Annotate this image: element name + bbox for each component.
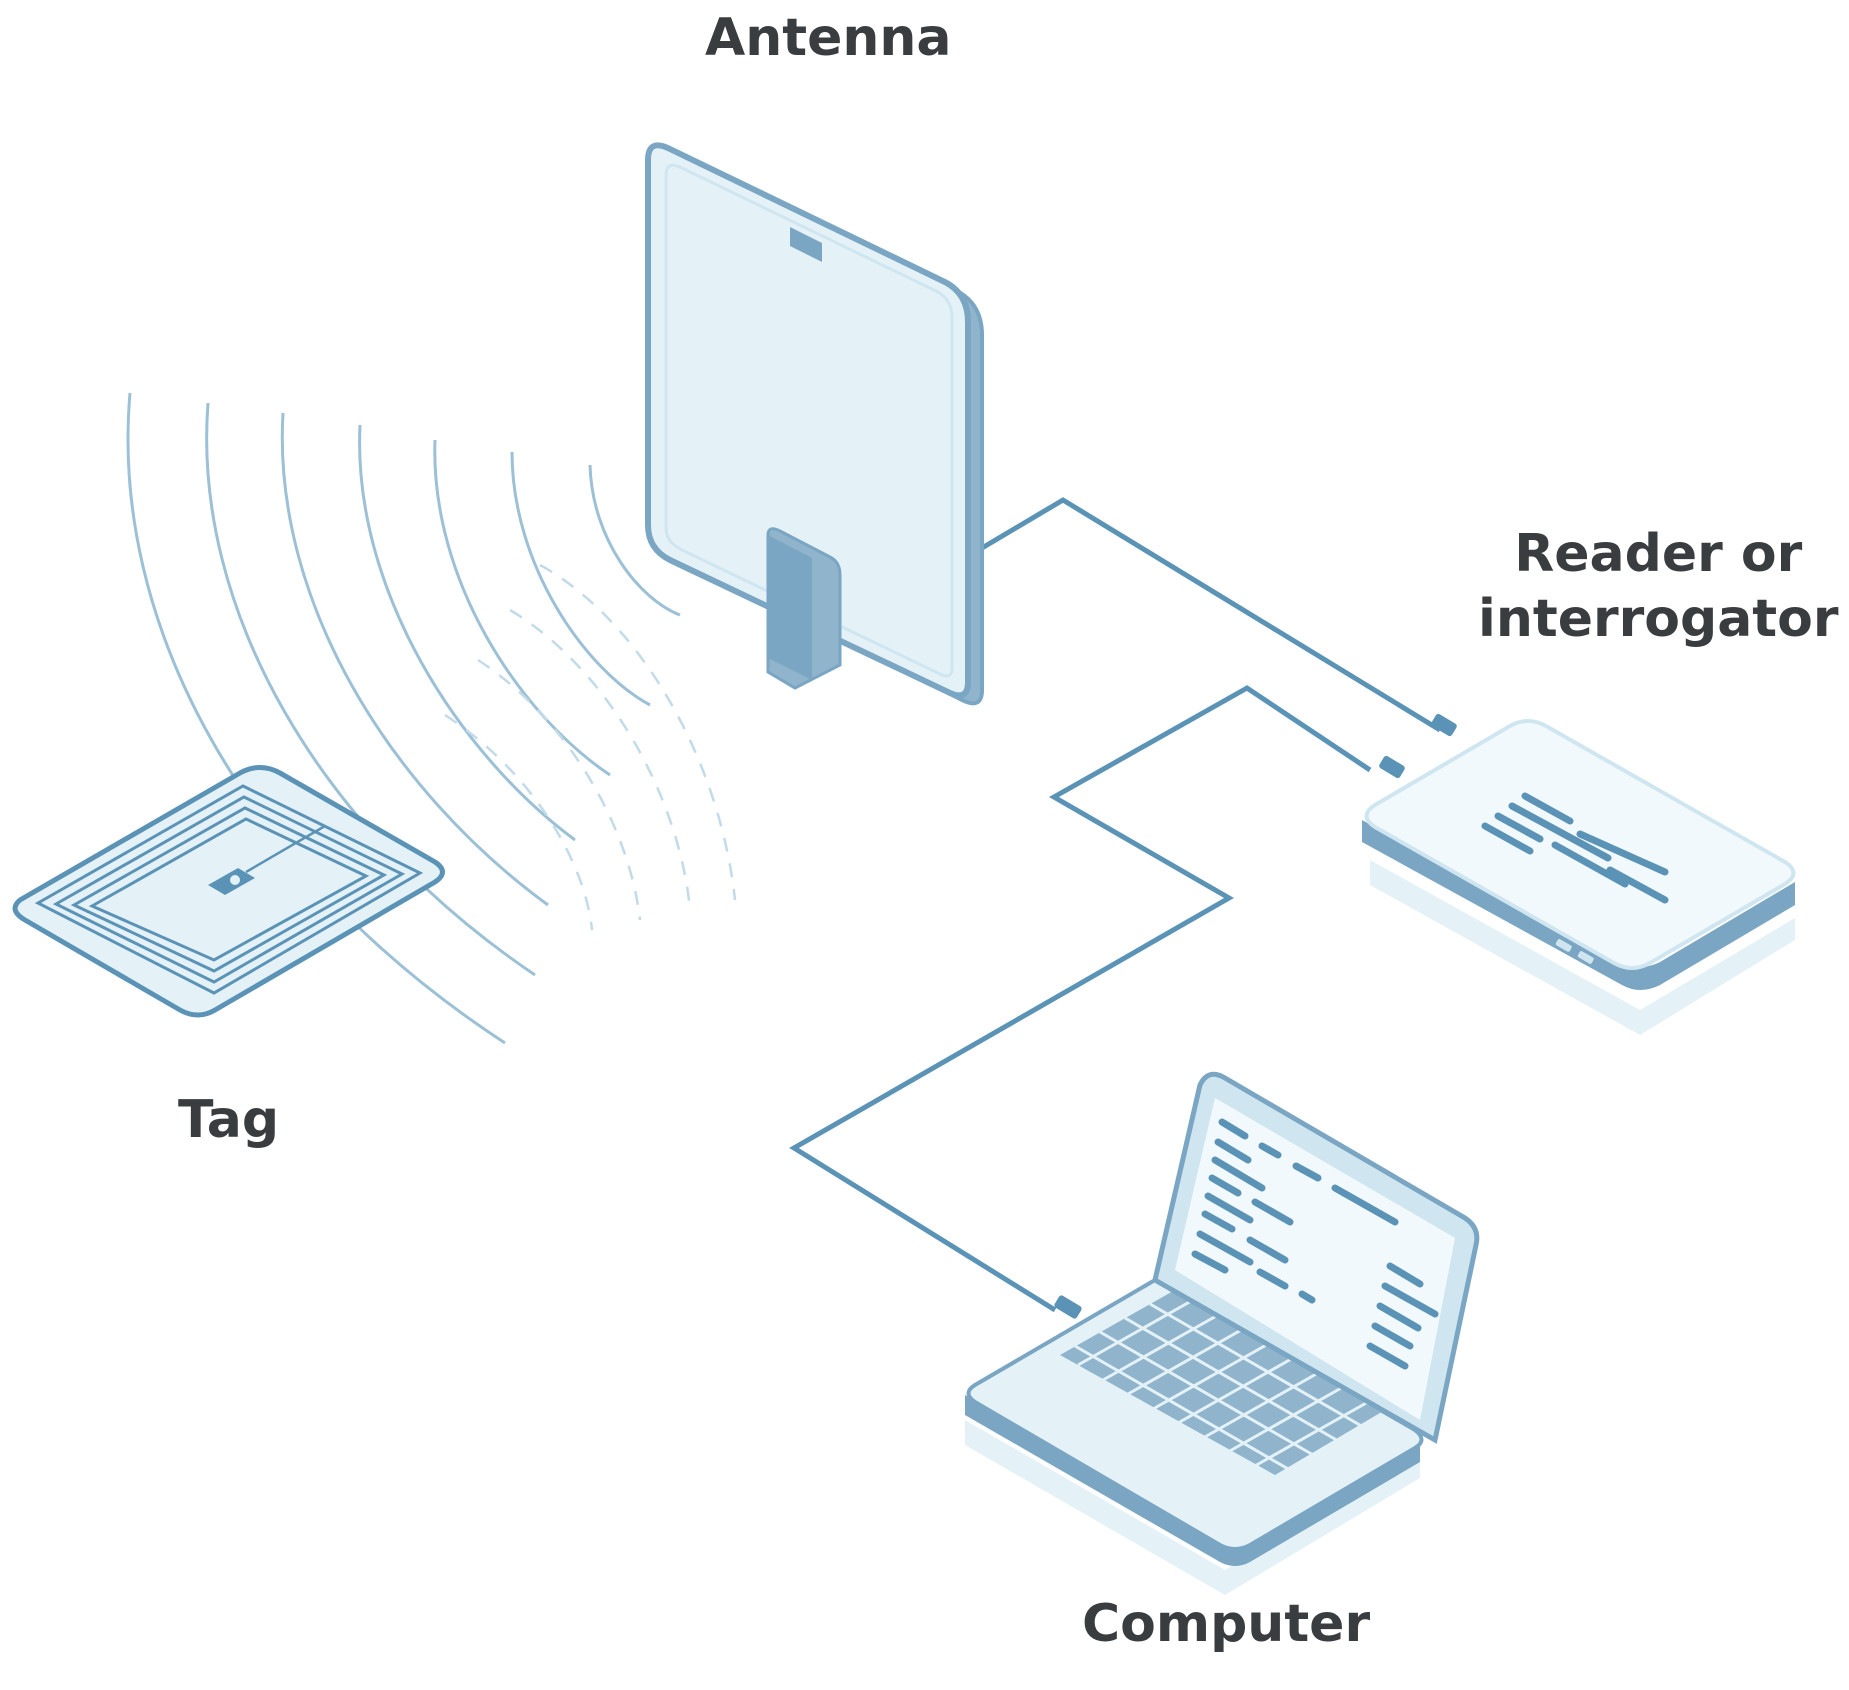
radio-waves-icon (126, 392, 681, 1045)
radio-waves-dashed (444, 563, 737, 931)
reader-label: Reader or interrogator (1478, 522, 1839, 652)
antenna-label: Antenna (705, 8, 952, 68)
computer-label: Computer (1082, 1594, 1371, 1654)
laptop-icon (965, 1071, 1480, 1595)
cable-reader-computer (789, 685, 1372, 1313)
reader-icon (1362, 719, 1796, 1035)
reader-label-line1: Reader or (1514, 524, 1803, 584)
rfid-tag-icon (12, 765, 445, 1018)
cables (789, 497, 1442, 1313)
reader-label-line2: interrogator (1478, 589, 1839, 649)
tag-label: Tag (178, 1090, 280, 1150)
cable-connectors (1054, 713, 1457, 1319)
antenna-icon (645, 142, 984, 706)
cable-antenna-reader (980, 497, 1442, 733)
